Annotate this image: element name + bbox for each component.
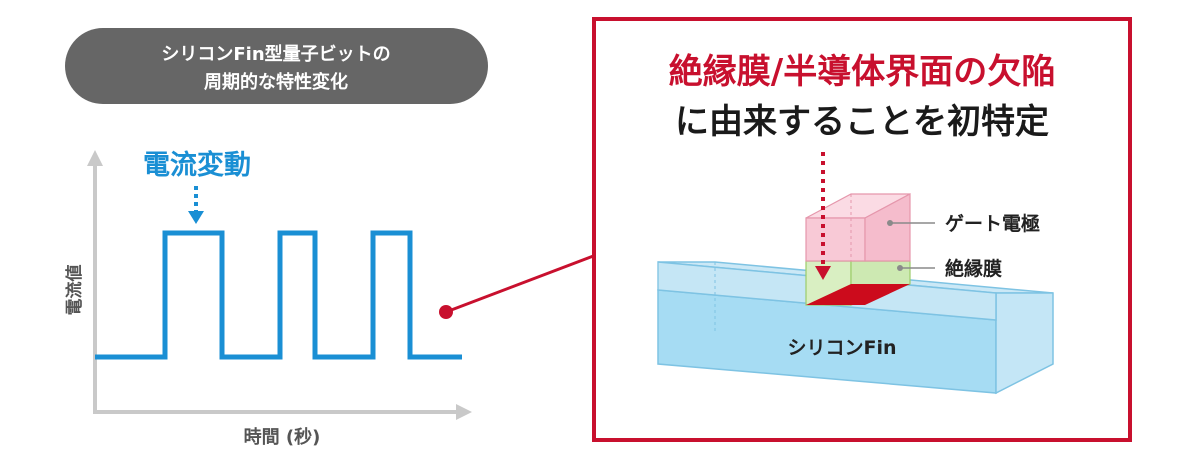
gate-label: ゲート電極 — [945, 212, 1040, 235]
pill-title-line1: シリコンFin型量子ビットの — [161, 43, 390, 65]
insulator-label: 絶縁膜 — [945, 257, 1002, 280]
defect-interface — [806, 284, 910, 305]
gate-leader-dot — [887, 220, 893, 226]
fin-label: シリコンFin — [787, 337, 896, 359]
annotation-arrow-icon — [188, 211, 204, 224]
insulator-leader-dot — [897, 265, 903, 271]
current-square-wave — [95, 230, 462, 360]
y-axis-label: 電流値 — [64, 265, 85, 316]
current-fluctuation-label: 電流変動 — [143, 149, 251, 181]
axes — [87, 150, 472, 420]
defect-pointer-arrow-icon — [815, 266, 831, 280]
headline-line1: 絶縁膜/半導体界面の欠陥 — [669, 52, 1055, 92]
y-axis-arrow-icon — [87, 150, 103, 166]
x-axis-arrow-icon — [456, 404, 472, 420]
x-axis-label: 時間 (秒) — [244, 426, 321, 448]
connector-line — [445, 253, 597, 314]
title-pill — [65, 28, 488, 104]
pill-title-line2: 周期的な特性変化 — [204, 71, 348, 93]
headline-line2: に由来することを初特定 — [675, 102, 1049, 142]
connector-dot — [439, 305, 453, 319]
gate-electrode — [805, 193, 911, 262]
